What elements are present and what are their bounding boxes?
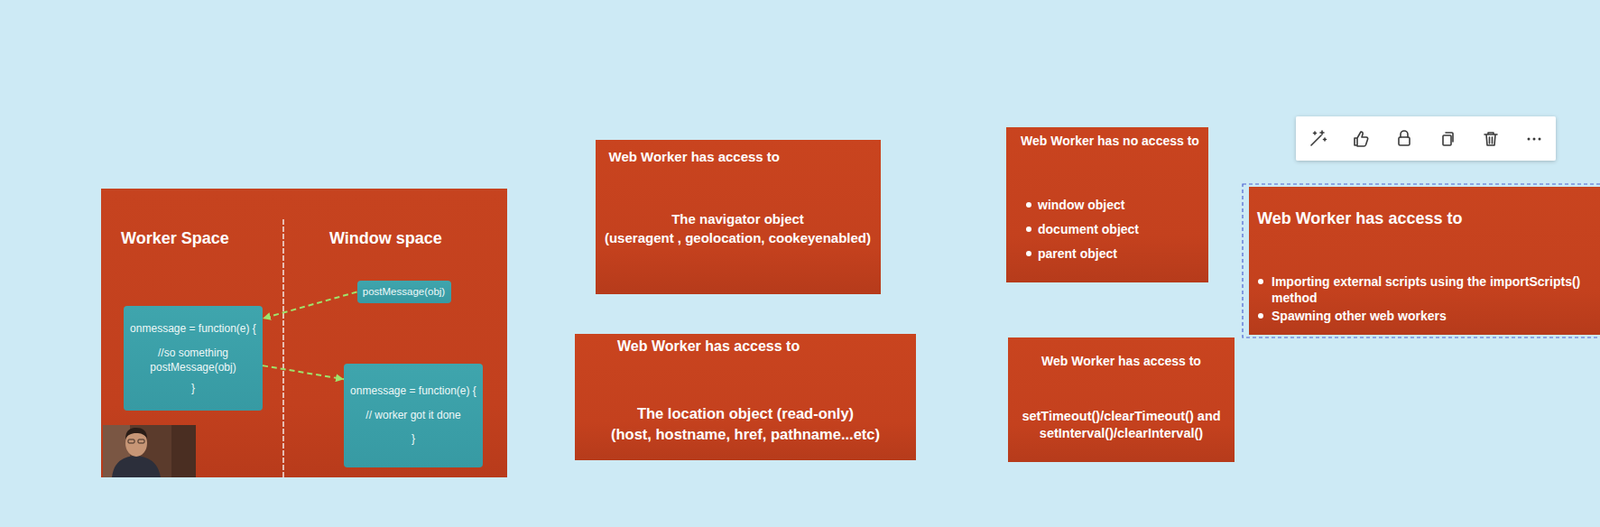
info-card: Web Worker has no access to window object… xyxy=(1006,127,1209,283)
text-row: onmessage = function(e) { xyxy=(129,322,257,335)
person-head xyxy=(125,429,148,457)
text-row: // worker got it done xyxy=(365,408,461,422)
region-heading: Worker Space xyxy=(120,228,230,249)
text-row: Web Worker has no access to xyxy=(1020,132,1200,149)
card-body: (useragent , geolocation, cookeyenabled) xyxy=(604,229,871,247)
webcam-curtain xyxy=(171,425,196,478)
text-row: } xyxy=(411,432,416,445)
glasses xyxy=(128,439,135,444)
card-heading: Web Worker has access to xyxy=(617,337,800,356)
card-heading: Web Worker has access to xyxy=(609,147,781,166)
text-row: postMessage(obj) xyxy=(362,285,445,298)
webcam-frame xyxy=(102,425,196,478)
code-line: } xyxy=(191,381,195,395)
selected-card: Web Worker has access to Importing extern… xyxy=(1248,186,1600,335)
text-row: //so something xyxy=(157,346,229,360)
list-item: window object xyxy=(1037,196,1125,213)
more-icon xyxy=(1527,138,1542,141)
code-line: onmessage = function(e) { xyxy=(350,384,477,398)
card-body: setTimeout()/clearTimeout() and setInter… xyxy=(1017,407,1226,443)
bullet-dot xyxy=(1257,278,1264,285)
webcam-wall xyxy=(102,425,130,478)
code-line: //so something xyxy=(157,346,229,360)
copy-icon xyxy=(1442,132,1453,146)
toolbar xyxy=(1295,116,1556,161)
magic-icon xyxy=(1311,130,1327,146)
like-icon xyxy=(1354,131,1369,147)
bullet-dot xyxy=(1026,250,1032,257)
divider-line xyxy=(282,219,285,478)
text-row: setTimeout()/clearTimeout() and setInter… xyxy=(1017,407,1226,443)
person-hair xyxy=(125,427,148,440)
text-row: The location object (read-only) xyxy=(637,404,854,424)
message-box: postMessage(obj) xyxy=(357,280,452,304)
card-body: The navigator object xyxy=(671,210,805,228)
card-heading: Web Worker has no access to xyxy=(1020,132,1200,149)
heading-row: Worker Space Window space xyxy=(101,228,508,249)
card-heading: Web Worker has access to xyxy=(1257,208,1462,229)
message-arrow xyxy=(262,292,358,319)
bullet-row: document object xyxy=(1026,221,1139,238)
text-row: onmessage = function(e) { xyxy=(350,384,477,398)
bullet-dot xyxy=(1257,313,1264,319)
info-card: Web Worker has access to The navigator ob… xyxy=(595,139,881,295)
card-body: The location object (read-only) xyxy=(637,404,854,424)
text-row: Web Worker has access to xyxy=(1041,352,1202,370)
info-card: Web Worker has access to The location obj… xyxy=(574,333,916,461)
text-row: The navigator object xyxy=(671,210,805,228)
selection-outline xyxy=(1242,184,1600,338)
toolbar-panel xyxy=(1295,116,1556,161)
text-row: Window space xyxy=(329,228,443,249)
region-heading: Window space xyxy=(329,228,443,249)
card-heading: Web Worker has access to xyxy=(1041,352,1202,370)
bullet-dot xyxy=(1026,202,1032,208)
glasses xyxy=(138,439,145,444)
text-row: (host, hostname, href, pathname...etc) xyxy=(610,425,880,444)
connector-layer xyxy=(262,292,358,380)
code-line: // worker got it done xyxy=(365,408,461,422)
text-row: Web Worker has access to xyxy=(609,147,781,166)
delete-icon xyxy=(1484,132,1498,146)
text-row: (useragent , geolocation, cookeyenabled) xyxy=(604,229,871,247)
list-item: document object xyxy=(1037,221,1139,238)
card-body: (host, hostname, href, pathname...etc) xyxy=(610,425,880,444)
list-item: Importing external scripts using the imp… xyxy=(1271,273,1588,306)
bullet-row: window object xyxy=(1026,196,1125,213)
slide-panel: Worker Space Window space onmessage = func… xyxy=(101,188,508,478)
text-row: Web Worker has access to xyxy=(1257,208,1462,229)
code-box: onmessage = function(e) { //so somethingp… xyxy=(123,305,263,411)
list-item: Spawning other web workers xyxy=(1271,307,1588,324)
message-arrow xyxy=(262,365,344,380)
bullet-dot xyxy=(1026,226,1032,232)
code-line: postMessage(obj) xyxy=(149,360,236,374)
code-line: onmessage = function(e) { xyxy=(129,322,257,335)
code-box: onmessage = function(e) { // worker got i… xyxy=(343,363,483,468)
bullet-row: Spawning other web workers xyxy=(1257,307,1588,324)
info-card: Web Worker has access to setTimeout()/cle… xyxy=(1008,337,1235,463)
code-line: } xyxy=(411,432,416,445)
text-row: postMessage(obj) xyxy=(149,360,236,374)
text-row: } xyxy=(191,381,195,395)
text-row: Web Worker has access to xyxy=(617,337,800,356)
list-item: parent object xyxy=(1037,245,1118,262)
bullet-row: Importing external scripts using the imp… xyxy=(1257,273,1588,306)
bullet-row: parent object xyxy=(1026,245,1118,262)
text-row: Worker Space xyxy=(120,228,230,249)
lock-icon xyxy=(1398,130,1410,146)
webcam-thumbnail xyxy=(102,425,196,478)
person-body xyxy=(111,455,161,478)
code-line: postMessage(obj) xyxy=(362,285,445,298)
